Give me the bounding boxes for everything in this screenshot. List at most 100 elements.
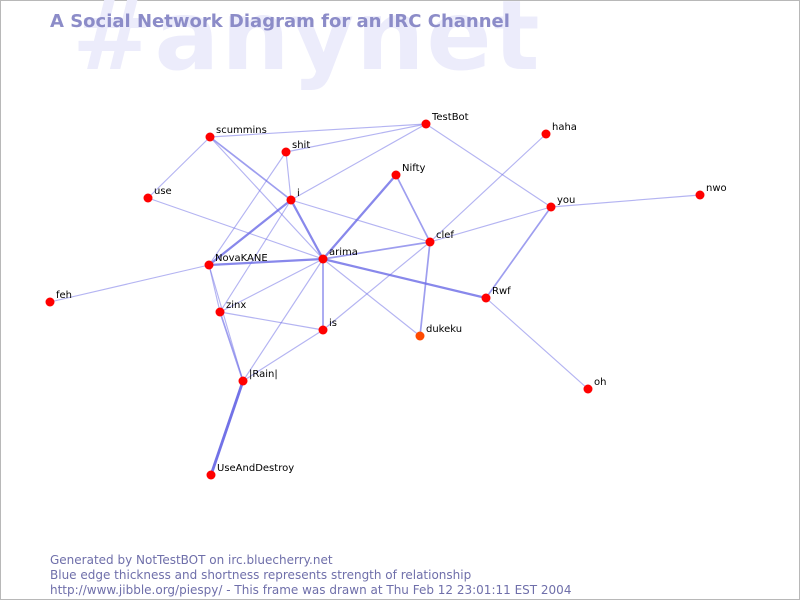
- edge-testbot-i: [290, 123, 427, 201]
- node-feh: feh: [45, 290, 72, 307]
- edge-novakane-feh: [49, 264, 210, 303]
- node-label-novakane: NovaKANE: [215, 253, 268, 264]
- edge-you-nwo: [550, 194, 701, 208]
- node-label-haha: haha: [552, 122, 577, 133]
- footer-generated-by: Generated by NotTestBOT on irc.bluecherr…: [50, 553, 333, 567]
- edge-arima-rwf: [321, 257, 488, 300]
- edge-zinx-is: [219, 311, 324, 331]
- edge-i-arima: [289, 198, 325, 261]
- footer: Generated by NotTestBOT on irc.bluecherr…: [50, 553, 571, 598]
- node-you: you: [546, 195, 575, 212]
- node-label-nwo: nwo: [706, 183, 727, 194]
- edge-scummins-arima: [209, 136, 324, 260]
- edge-shit-novakane: [208, 151, 287, 266]
- node-dot-arima: [318, 254, 328, 264]
- node-use: use: [143, 186, 172, 203]
- node-label-dukeku: dukeku: [426, 324, 462, 335]
- node-dot-scummins: [205, 132, 215, 142]
- node-dot-oh: [583, 384, 593, 394]
- edge-clef-dukeku: [419, 241, 431, 337]
- node-testbot: TestBot: [421, 112, 469, 129]
- edge-i-clef: [290, 199, 431, 243]
- node-dot-nwo: [695, 190, 705, 200]
- node-dot-is: [318, 325, 328, 335]
- node-dot-nifty: [391, 170, 401, 180]
- diagram-title: A Social Network Diagram for an IRC Chan…: [50, 11, 510, 32]
- edge-you-rwf: [485, 206, 552, 299]
- node-dot-haha: [541, 129, 551, 139]
- node-label-feh: feh: [56, 290, 72, 301]
- node-label-clef: clef: [436, 230, 454, 241]
- node-rwf: Rwf: [481, 286, 511, 303]
- node-novakane: NovaKANE: [204, 253, 268, 270]
- edge-novakane-arima: [207, 257, 325, 267]
- node-label-testbot: TestBot: [431, 112, 469, 123]
- node-shit: shit: [281, 140, 310, 157]
- node-scummins: scummins: [205, 125, 267, 142]
- edge-is-rain: [242, 329, 324, 382]
- node-dot-dukeku: [415, 331, 425, 341]
- node-nwo: nwo: [695, 183, 727, 200]
- edge-shit-testbot: [285, 123, 427, 153]
- node-haha: haha: [541, 122, 577, 139]
- channel-watermark: #anynet: [72, 0, 542, 92]
- node-dot-clef: [425, 237, 435, 247]
- edge-rwf-oh: [485, 297, 589, 390]
- node-label-useanddestroy: UseAndDestroy: [217, 463, 294, 474]
- node-label-use: use: [154, 186, 172, 197]
- node-rain: |Rain|: [238, 369, 278, 386]
- edge-shit-i: [285, 151, 292, 201]
- node-dot-you: [546, 202, 556, 212]
- footer-legend-note: Blue edge thickness and shortness repres…: [50, 568, 472, 582]
- node-zinx: zinx: [215, 300, 246, 317]
- edge-you-clef: [429, 206, 552, 243]
- node-dot-shit: [281, 147, 291, 157]
- node-dukeku: dukeku: [415, 324, 462, 341]
- edge-i-zinx: [219, 199, 292, 313]
- node-dot-rwf: [481, 293, 491, 303]
- edge-clef-is: [322, 241, 431, 331]
- node-i: i: [286, 188, 300, 205]
- edge-testbot-you: [425, 123, 552, 208]
- node-label-scummins: scummins: [216, 125, 267, 136]
- edge-arima-dukeku: [322, 258, 421, 337]
- node-arima: arima: [318, 247, 358, 264]
- edge-scummins-testbot: [209, 123, 427, 138]
- node-dot-zinx: [215, 307, 225, 317]
- node-label-shit: shit: [292, 140, 310, 151]
- node-nifty: Nifty: [391, 163, 426, 180]
- node-dot-rain: [238, 376, 248, 386]
- node-oh: oh: [583, 377, 606, 394]
- edge-i-novakane: [207, 198, 293, 267]
- node-label-zinx: zinx: [226, 300, 246, 311]
- node-dot-i: [286, 195, 296, 205]
- edge-arima-rain: [242, 258, 324, 382]
- node-dot-testbot: [421, 119, 431, 129]
- node-dot-novakane: [204, 260, 214, 270]
- node-label-is: is: [329, 318, 337, 329]
- node-label-you: you: [557, 195, 575, 206]
- node-label-i: i: [297, 188, 300, 199]
- footer-source-timestamp: http://www.jibble.org/piespy/ - This fra…: [50, 583, 572, 597]
- edge-scummins-i: [209, 136, 292, 201]
- node-label-rain: |Rain|: [249, 369, 278, 380]
- edge-arima-zinx: [219, 258, 324, 313]
- edge-zinx-rain: [219, 311, 244, 382]
- edge-nifty-clef: [395, 174, 431, 243]
- edge-rain-useanddestroy: [209, 379, 245, 477]
- node-is: is: [318, 318, 337, 335]
- node-clef: clef: [425, 230, 454, 247]
- node-dot-use: [143, 193, 153, 203]
- edge-clef-arima: [322, 241, 431, 260]
- edge-nifty-arima: [321, 173, 398, 261]
- node-label-rwf: Rwf: [492, 286, 511, 297]
- node-useanddestroy: UseAndDestroy: [206, 463, 294, 480]
- node-label-arima: arima: [329, 247, 358, 258]
- node-dot-feh: [45, 297, 55, 307]
- node-label-oh: oh: [594, 377, 606, 388]
- node-label-nifty: Nifty: [402, 163, 426, 174]
- node-dot-useanddestroy: [206, 470, 216, 480]
- edge-use-arima: [147, 197, 324, 260]
- edge-scummins-use: [147, 136, 211, 199]
